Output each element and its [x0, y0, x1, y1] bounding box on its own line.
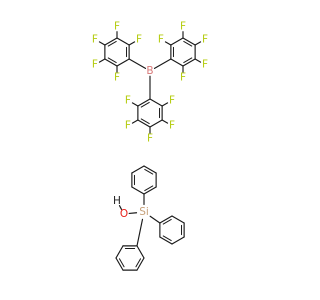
bottom-ring-fluorine-3: F [147, 132, 153, 144]
right-ring-fluorine-1: F [158, 33, 164, 45]
top-phenyl-ring-double-5 [144, 185, 154, 192]
bottom-phenyl-ring-bond-3 [115, 257, 124, 271]
right-ring-ring-bond-1 [170, 37, 184, 46]
right-phenyl-ring-bond-4 [159, 236, 173, 245]
top-phenyl-ring-bond-3 [143, 165, 157, 174]
bottom-ring-cf-bond-2 [161, 119, 169, 124]
bottom-ring-ring-double-5 [140, 101, 150, 108]
right-phenyl-link-bond [149, 215, 161, 224]
silicon-atom: Si [139, 206, 149, 218]
left-ring-fluorine-2: F [92, 59, 98, 71]
bottom-phenyl-ring-double-3 [118, 258, 125, 268]
bottom-ring-fluorine-1: F [169, 94, 175, 106]
oxygen-atom: O [120, 208, 128, 220]
right-ring-cf-bond-4 [194, 58, 202, 63]
left-ring-fluorine-3: F [92, 33, 98, 45]
bottom-phenyl-link-bond [136, 218, 144, 247]
left-ring-fluorine-1: F [114, 71, 120, 83]
right-ring-fluorine-3: F [202, 33, 208, 45]
right-phenyl-ring-bond-1 [171, 215, 185, 224]
bottom-ring-ring-bond-3 [137, 119, 151, 128]
bottom-phenyl-ring-bond-0 [136, 245, 145, 259]
left-ring-ring-bond-1 [104, 58, 118, 67]
boron-atom: B [146, 65, 153, 77]
left-ring-cf-bond-2 [98, 58, 106, 63]
top-phenyl-ring-double-3 [144, 168, 154, 175]
right-ring-fluorine-4: F [202, 59, 208, 71]
bottom-ring-cf-bond-5 [131, 102, 139, 107]
si-o-bond [128, 212, 138, 215]
bottom-ring-ring-bond-2 [149, 119, 163, 128]
bottom-phenyl-ring-bond-1 [136, 257, 145, 271]
left-ring-link-bond [128, 58, 147, 69]
top-phenyl-ring-bond-2 [131, 165, 145, 174]
right-ring-ring-bond-2 [182, 37, 196, 46]
left-ring-ring-double-3 [107, 40, 117, 47]
bonds-layer [98, 31, 202, 271]
right-phenyl-ring-bond-3 [171, 236, 185, 245]
top-phenyl-ring-bond-0 [131, 186, 145, 195]
right-ring-cf-bond-1 [164, 41, 172, 46]
bottom-ring-cf-bond-1 [161, 102, 169, 107]
bottom-ring-ring-double-3 [140, 118, 150, 125]
bottom-phenyl-ring-double-1 [135, 258, 142, 268]
right-ring-ring-double-4 [183, 57, 193, 64]
right-ring-cf-bond-3 [194, 41, 202, 46]
right-ring-ring-double-2 [183, 40, 193, 47]
left-ring-ring-bond-4 [116, 37, 130, 46]
hydrogen-atom: H [113, 195, 121, 207]
bottom-ring-ring-bond-0 [149, 98, 163, 107]
right-ring-fluorine-2: F [180, 21, 186, 33]
right-ring-link-bond [153, 58, 172, 69]
right-ring-ring-bond-5 [170, 58, 184, 67]
right-phenyl-ring-double-4 [162, 235, 172, 242]
right-ring-fluorine-5: F [180, 71, 186, 83]
bottom-phenyl-ring-bond-4 [115, 245, 124, 259]
left-ring-ring-bond-3 [104, 37, 118, 46]
left-ring-cf-bond-3 [98, 41, 106, 46]
right-phenyl-ring-bond-0 [159, 215, 173, 224]
left-ring-fluorine-4: F [114, 21, 120, 33]
bottom-ring-cf-bond-4 [131, 119, 139, 124]
o-h-bond [118, 205, 123, 210]
right-phenyl-ring-double-0 [162, 218, 172, 225]
left-ring-ring-double-1 [107, 57, 117, 64]
right-ring-ring-bond-4 [182, 58, 196, 67]
left-ring-cf-bond-5 [128, 41, 136, 46]
top-phenyl-ring-bond-5 [143, 186, 157, 195]
left-ring-fluorine-5: F [136, 33, 142, 45]
bottom-ring-ring-bond-5 [137, 98, 151, 107]
bottom-ring-fluorine-4: F [125, 120, 131, 132]
bottom-ring-fluorine-5: F [125, 94, 131, 106]
bottom-ring-fluorine-2: F [169, 120, 175, 132]
left-ring-ring-bond-0 [116, 58, 130, 67]
